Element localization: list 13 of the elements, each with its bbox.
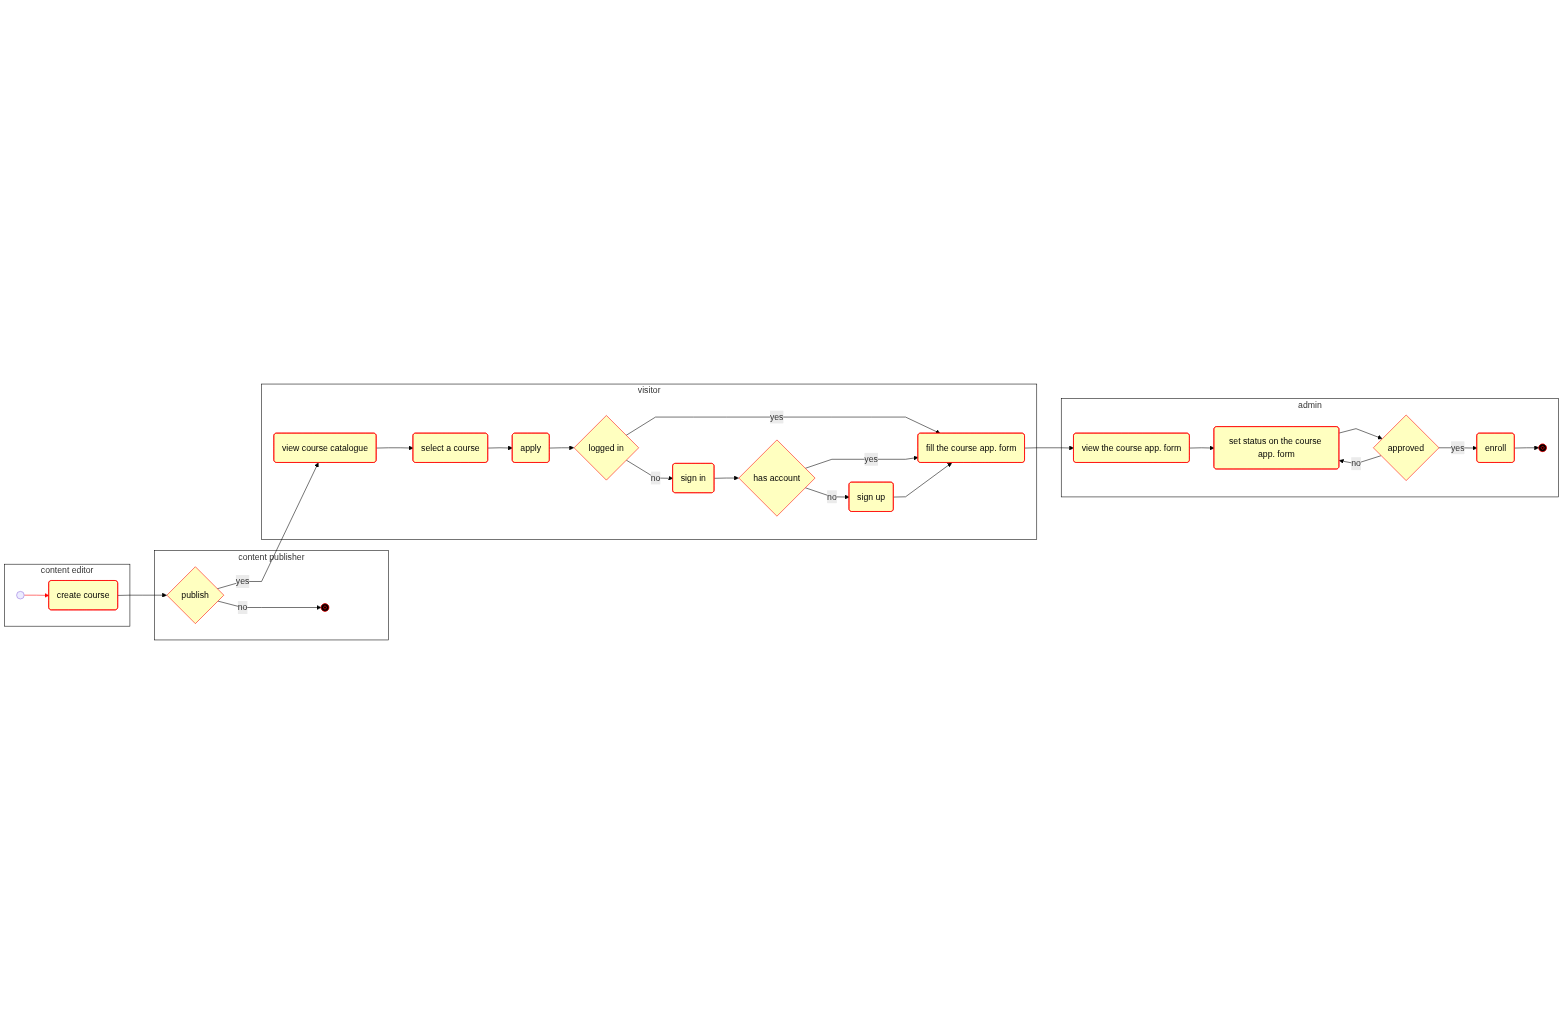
edge-label: no — [650, 473, 661, 483]
node-diamond: has account — [738, 439, 816, 517]
edge-label: no — [237, 602, 248, 612]
node-diamond: approved — [1373, 414, 1440, 481]
edge-label: no — [1351, 458, 1361, 469]
edge-label: yes — [864, 454, 878, 464]
edge-label: yes — [235, 576, 250, 586]
edge-label: yes — [769, 412, 784, 422]
edge-label: no — [827, 491, 837, 502]
node-diamond: publish — [166, 566, 225, 624]
node-diamond: logged in — [573, 415, 639, 481]
node-circle — [16, 591, 25, 600]
edge-label: yes — [1450, 442, 1465, 453]
